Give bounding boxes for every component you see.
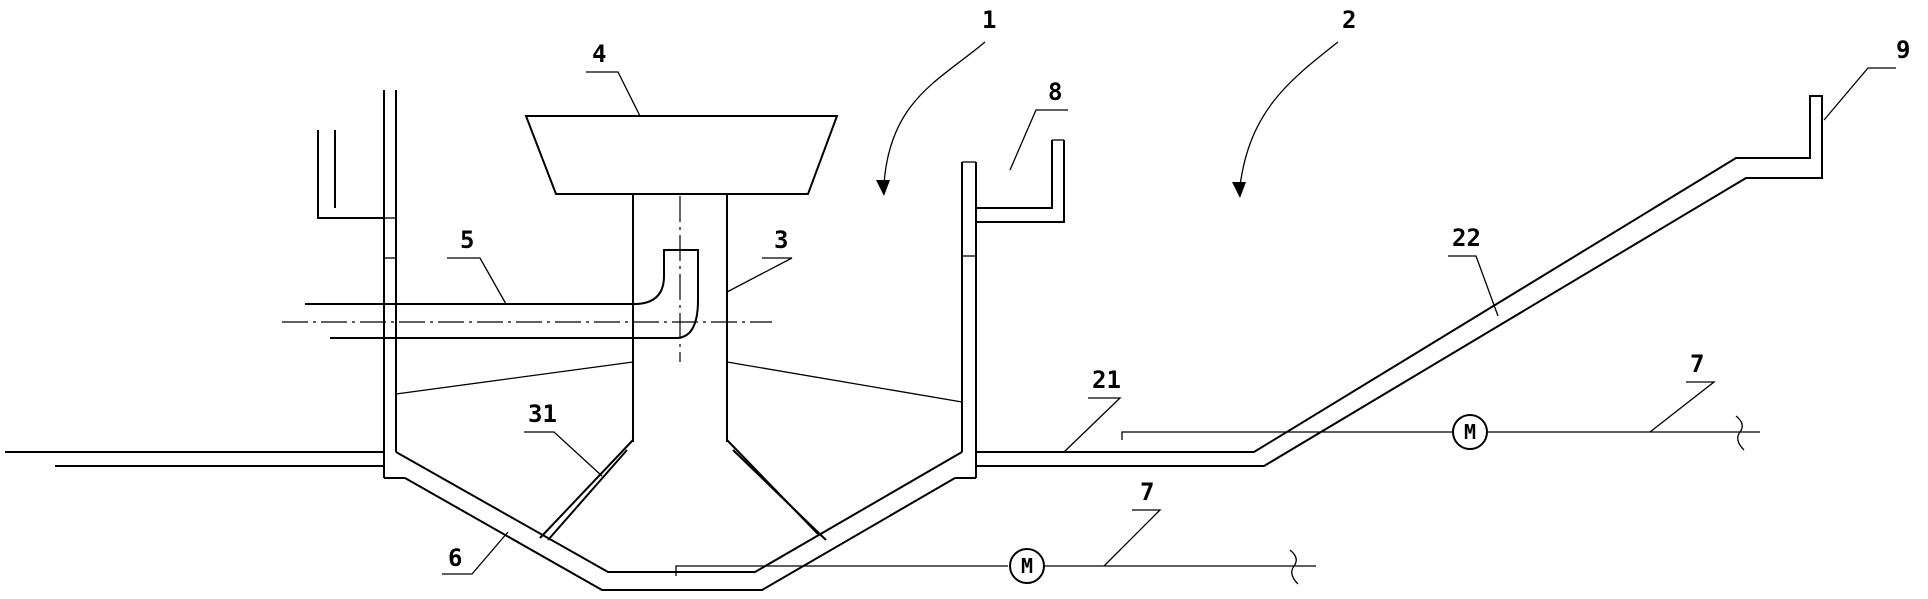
deflector-fins-31	[539, 439, 827, 541]
label-22: 22	[1452, 224, 1481, 252]
motor-icon-upper: M	[1464, 420, 1476, 444]
label-1: 1	[982, 6, 996, 34]
labels: 4 5 3 8 9 22 21 7 7 31 6 1 2	[448, 6, 1910, 572]
motor-labels: M M	[1021, 420, 1476, 578]
label-6: 6	[448, 544, 462, 572]
left-ground-line	[5, 451, 384, 467]
tank-1-inner-slopes	[395, 361, 963, 403]
label-5: 5	[460, 226, 474, 254]
label-7-lower: 7	[1140, 478, 1154, 506]
lower-drive-line-7	[675, 548, 1316, 585]
label-4: 4	[592, 40, 606, 68]
tank-1-hopper	[395, 451, 963, 591]
leader-lines	[442, 41, 1896, 575]
label-8: 8	[1048, 78, 1062, 106]
label-21: 21	[1092, 366, 1121, 394]
label-9: 9	[1896, 36, 1910, 64]
left-inlet-pipe	[317, 90, 397, 219]
upper-drive-line-7	[1121, 414, 1760, 451]
center-column-3	[632, 194, 728, 442]
label-7-upper: 7	[1690, 350, 1704, 378]
label-2: 2	[1342, 6, 1356, 34]
label-31: 31	[528, 400, 557, 428]
discharge-pipe-21-22	[976, 95, 1823, 467]
inlet-pipe-5	[282, 249, 772, 339]
outlet-pipe-8	[976, 139, 1065, 223]
label-3: 3	[774, 226, 788, 254]
motor-icon-lower: M	[1021, 554, 1033, 578]
tank-1-body	[383, 160, 977, 479]
feed-hopper-4	[524, 115, 839, 195]
